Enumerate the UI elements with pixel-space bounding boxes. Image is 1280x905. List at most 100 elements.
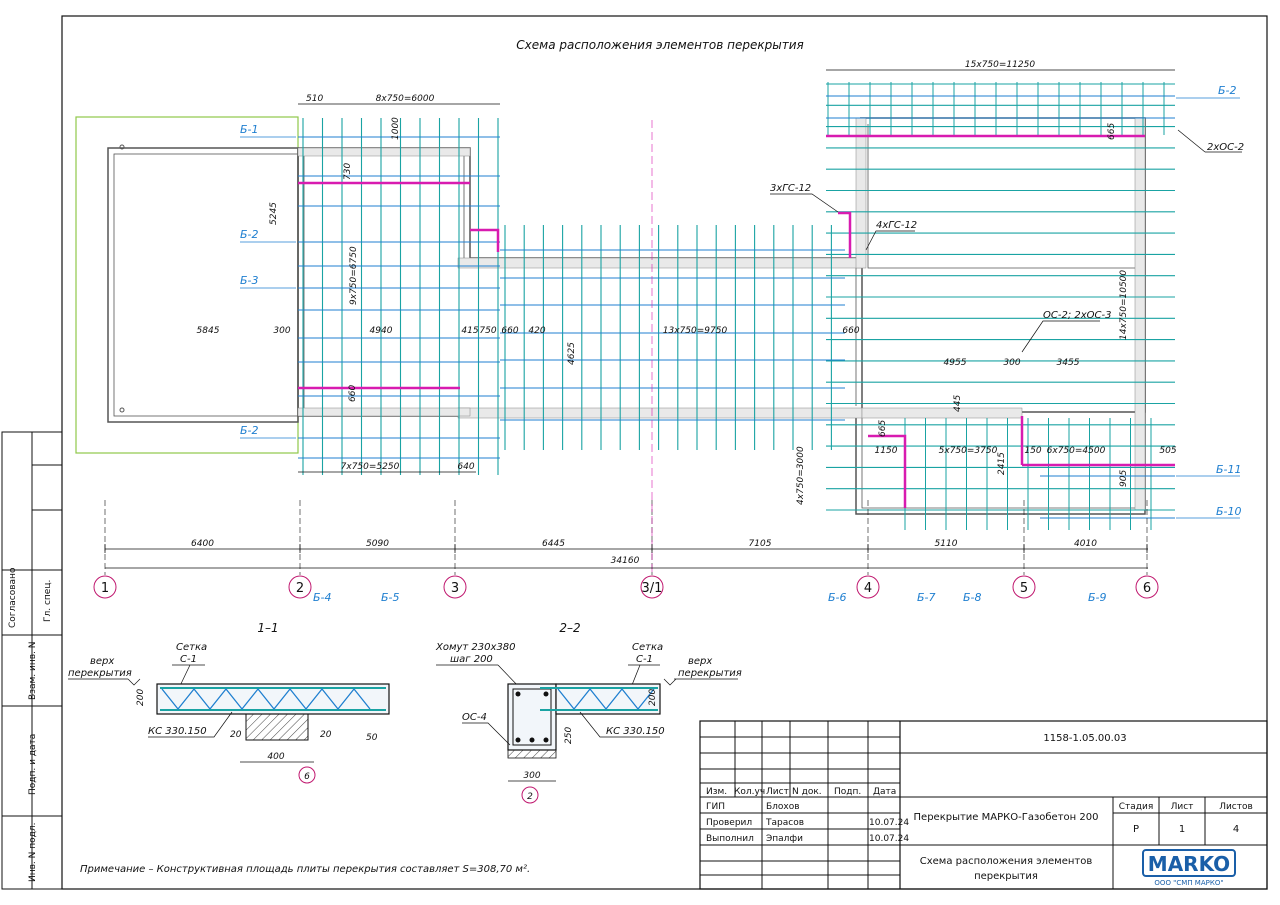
dim-5845: 5845 [197,326,220,336]
label-b11: Б-11 [1216,463,1242,476]
dim-7x750: 7x750=5250 [341,462,400,472]
dim-660b: 660 [842,326,859,336]
section2-h200: 200 [648,689,658,706]
dim-13x750: 13x750=9750 [663,326,728,336]
concrete-strips [297,117,1146,511]
walls-left [107,144,299,423]
axis-label: 3 [451,581,459,596]
axis-circle [856,575,880,599]
dim-14x750: 14x750=10500 [1119,270,1129,340]
axis-label: 3/1 [642,581,663,596]
dim-730: 730 [343,163,353,180]
callout-3xgs12: 3хГС-12 [770,183,811,194]
section2-clamp-2: шаг 200 [450,654,493,665]
dim-300: 300 [273,326,290,336]
dim-total: 34160 [611,556,640,566]
drawing-note: Примечание – Конструктивная площадь плит… [80,864,530,875]
company-name: ООО "СМП МАРКО" [1154,879,1223,887]
stamp-vzam: Взам. инв. N [28,642,38,700]
section2-mesh-2: С-1 [636,654,653,665]
axis-circle [1135,575,1159,599]
dim-665: 665 [1107,123,1117,140]
dim-640: 640 [457,462,474,472]
tb-h-list: Лист [766,787,789,797]
dim-9x750: 9x750=6750 [349,246,359,305]
title-block-text: 1158-1.05.00.03 Изм. Кол.уч Лист N док. … [706,733,1253,887]
tb-row1-role: ГИП [706,802,725,812]
tb-stage: Р [1133,824,1139,835]
section2-os4: ОС-4 [462,712,487,723]
dim-bottom: 6445 [542,539,565,549]
dim-bottom: 4010 [1074,539,1097,549]
tb-row2-name: Тарасов [765,818,804,828]
dim-5245: 5245 [269,202,279,225]
tb-row3-date: 10.07.24 [869,834,909,844]
drawing-title: Схема расположения элементов перекрытия [516,38,803,52]
tb-sheets: 4 [1233,824,1239,835]
label-b2-right: Б-2 [1218,84,1237,97]
inner-dimensions: 1000 730 5245 9x750=6750 5845 300 4940 4… [197,117,1177,505]
bottom-dimension [105,548,1148,569]
magenta-reinforcement [298,134,1175,508]
dim-5x750: 5x750=3750 [939,446,998,456]
section1-d20b: 20 [320,730,332,740]
label-b2: Б-2 [240,228,259,241]
dim-4x750: 4x750=3000 [796,446,806,505]
callouts: 2хОС-2 3хГС-12 4хГС-12 ОС-2; 2хОС-3 [770,129,1244,353]
tb-row1-name: Блохов [766,802,800,812]
stamp-inv: Инв. N подл. [28,823,38,882]
dim-4940: 4940 [370,326,393,336]
section2-ks: КС 330.150 [606,726,665,737]
tb-row3-role: Выполнил [706,834,754,844]
beam-layer [298,95,1175,519]
dim-bottom: 6400 [191,539,214,549]
section1-top-2: перекрытия [68,668,132,679]
dim-660c: 660 [348,385,358,402]
axis-circle [93,575,117,599]
callout-2xos2: 2хОС-2 [1207,142,1244,153]
axis-circle [443,575,467,599]
label-b9: Б-9 [1088,591,1107,604]
dim-4625: 4625 [567,342,577,365]
company-logo-frame [1142,849,1236,877]
section2-top-1: верх [688,656,712,667]
axis-label: 1 [101,581,109,596]
beam-labels: Б-1 Б-2 Б-3 Б-2 Б-2 Б-11 Б-10 Б-4 Б-5 Б-… [240,84,1242,604]
label-b2-lower: Б-2 [240,424,259,437]
label-b1: Б-1 [240,123,259,136]
top-dimensions [298,69,1175,473]
axis-label: 6 [1143,581,1151,596]
dim-1150: 1150 [875,446,898,456]
section1-mesh-2: С-1 [180,654,197,665]
dim-300b: 300 [1003,358,1020,368]
label-b8: Б-8 [963,591,982,604]
dim-3455: 3455 [1057,358,1080,368]
joist-layer [302,82,1175,530]
section1-mesh-1: Сетка [176,642,207,653]
section1-d400: 400 [267,752,284,762]
side-stamp: Согласовано Гл. спец. Взам. инв. N Подп.… [1,431,63,890]
company-logo: MARKO [1148,852,1230,876]
section2-axis: 2 [527,792,533,802]
axis-label: 4 [864,581,872,596]
section2-top-2: перекрытия [678,668,742,679]
dim-1000: 1000 [391,117,401,140]
tb-sheet: 1 [1179,824,1185,835]
label-b5: Б-5 [381,591,400,604]
dim-bottom: 7105 [749,539,772,549]
dim-505: 505 [1159,446,1176,456]
dim-750: 750 [479,326,496,336]
section2-d300: 300 [523,771,540,781]
title-block [699,720,1268,890]
axis-circle [1012,575,1036,599]
tb-stage-label: Стадия [1119,802,1154,812]
label-b4: Б-4 [313,591,332,604]
tb-sheets-label: Листов [1219,802,1253,812]
dim-8x750: 8x750=6000 [376,94,435,104]
section1-h200: 200 [136,689,146,706]
tb-sheet-name-2: перекрытия [974,871,1038,882]
section-1-1: 1–1 верх перекрытия Сетка С-1 200 КС 330… [68,621,390,784]
